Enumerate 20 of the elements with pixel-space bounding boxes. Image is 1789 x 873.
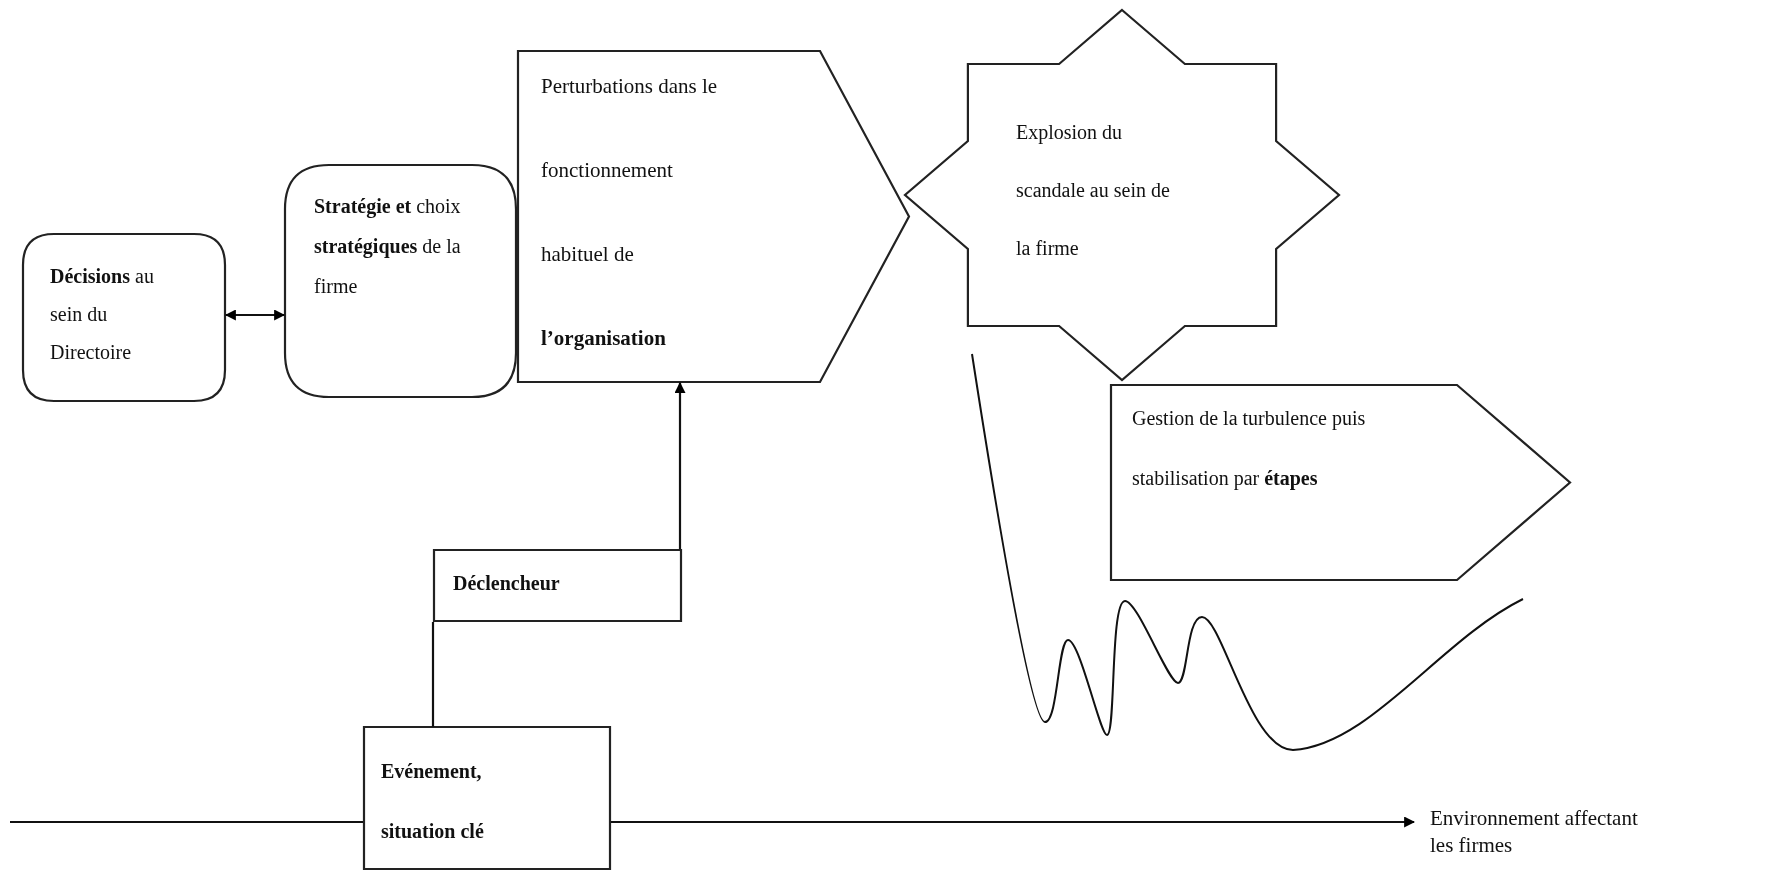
connector-line: [10, 820, 363, 824]
process-box: [363, 726, 611, 870]
node-label: Perturbations dans le fonctionnement habituel de l’organisation: [541, 73, 719, 352]
pentagon-shape: [1110, 384, 1571, 581]
process-box: [433, 549, 682, 622]
connector-line: [431, 622, 435, 727]
process-box: [22, 233, 226, 402]
node-label: Evénement, situation clé: [381, 759, 485, 844]
process-box: [284, 164, 517, 398]
node-label: Déclencheur: [453, 571, 561, 596]
arrow: [611, 816, 1416, 828]
axis-label: Environnement affectant les firmes: [1430, 805, 1639, 860]
node-label: Décisions au sein du Directoire: [50, 264, 155, 365]
node-label: Gestion de la turbulence puis stabilisation par étapes: [1132, 406, 1367, 492]
pentagon-shape: [517, 50, 910, 383]
arrow: [224, 309, 286, 321]
node-label: Stratégie et choix stratégiques de la firme: [314, 194, 462, 299]
arrow: [674, 381, 686, 549]
star-shape: [904, 9, 1340, 381]
node-label: Explosion du scandale au sein de la firme: [1016, 120, 1171, 261]
